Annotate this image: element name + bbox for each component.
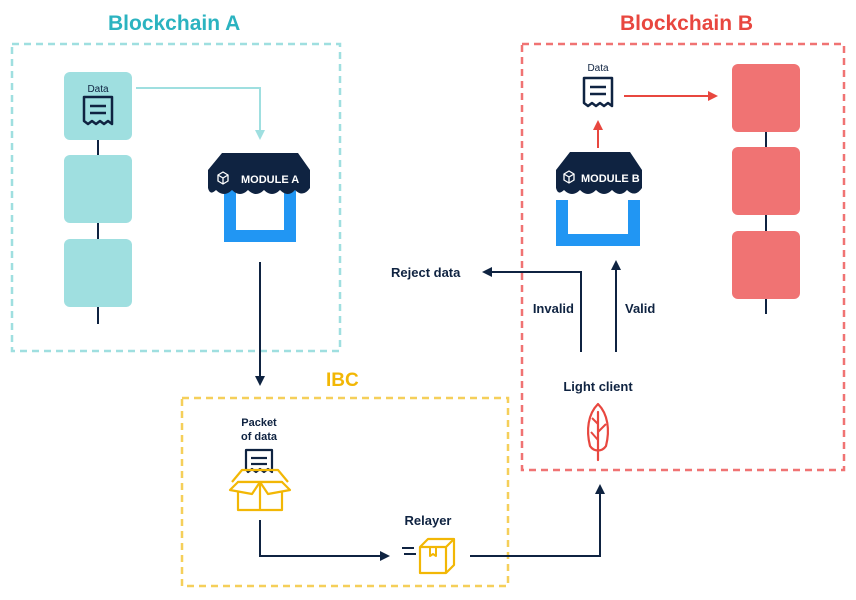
module-b-label: MODULE B <box>581 173 640 185</box>
packet-label-line1: Packet <box>241 417 277 429</box>
relayer-box-icon <box>402 537 456 575</box>
relayer-to-light-client-arrow <box>470 484 605 557</box>
data-a-label: Data <box>87 84 109 95</box>
blockchain-b-box <box>520 42 846 472</box>
packet-label-line2: of data <box>241 431 278 443</box>
data-a-icon <box>82 95 114 126</box>
relayer-label: Relayer <box>405 513 452 528</box>
reject-data-label: Reject data <box>391 265 461 280</box>
chain-b-block-1 <box>732 64 800 132</box>
data-to-module-a-arrow <box>136 87 265 140</box>
feather-icon <box>587 402 609 462</box>
light-client-label: Light client <box>563 379 633 394</box>
blockchain-b-chain <box>732 64 800 314</box>
data-b-label: Data <box>587 63 609 74</box>
ibc-title: IBC <box>326 370 359 391</box>
packet-to-relayer-arrow <box>259 520 390 561</box>
ibc-box <box>180 396 510 588</box>
chain-a-block-3 <box>64 239 132 307</box>
blockchain-a-chain <box>64 72 132 324</box>
data-b-icon <box>582 76 614 108</box>
blockchain-a-box <box>10 42 342 353</box>
valid-label: Valid <box>625 301 655 316</box>
chain-b-block-2 <box>732 147 800 215</box>
module-a-label: MODULE A <box>241 174 299 186</box>
module-a-icon <box>208 153 310 242</box>
blockchain-a-title: Blockchain A <box>108 12 241 35</box>
invalid-label: Invalid <box>533 301 574 316</box>
module-b-icon <box>556 152 642 246</box>
chain-b-block-3 <box>732 231 800 299</box>
packet-box-icon <box>228 448 292 512</box>
invalid-arrow <box>482 267 582 352</box>
blockchain-b-title: Blockchain B <box>620 12 754 35</box>
chain-a-block-2 <box>64 155 132 223</box>
